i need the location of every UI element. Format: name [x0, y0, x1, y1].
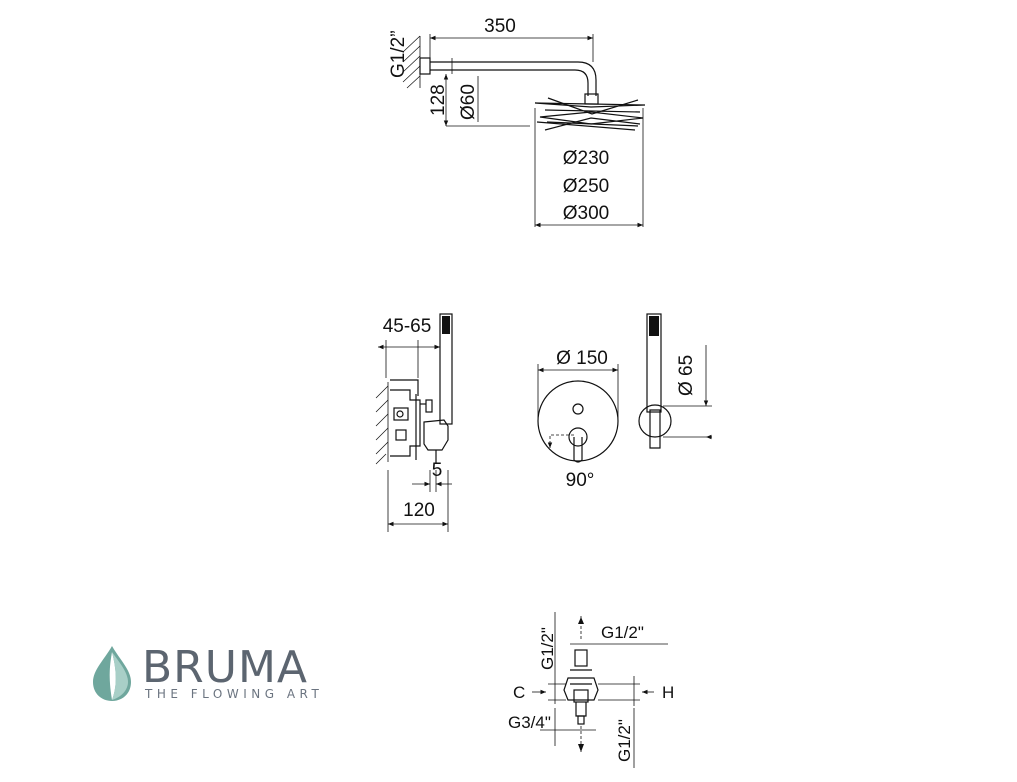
valve-main-inlet: G3/4" — [508, 713, 551, 732]
mixer-side-view: 45-65 5 120 — [375, 313, 453, 532]
shower-head-icon — [534, 93, 646, 131]
brand-logo: BRUMA THE FLOWING ART — [93, 642, 323, 701]
side-wall-hatch — [375, 382, 389, 465]
valve-diagram: G1/2" G1/2" C H G3/4" G1/2" — [508, 612, 674, 768]
cover-plate — [537, 380, 619, 462]
valve-top-outlet: G1/2" — [601, 623, 644, 642]
dim-arm-length: 350 — [484, 16, 516, 37]
brand-tagline: THE FLOWING ART — [144, 687, 323, 701]
dim-total-depth: 120 — [403, 500, 435, 521]
dim-height: 128 — [428, 84, 449, 116]
dim-head-d300: Ø300 — [563, 203, 609, 224]
dim-inlet-thread: G1/2” — [388, 30, 409, 78]
dim-depth-range: 45-65 — [383, 316, 432, 337]
valve-top-inlet: G1/2" — [538, 627, 557, 670]
handset-side — [439, 313, 453, 425]
rotation-angle: 90° — [566, 470, 595, 491]
mixer-front-view: Ø 150 90° — [537, 348, 619, 491]
valve-hot: H — [662, 683, 674, 702]
handset-holder-view: Ø 65 — [638, 313, 712, 449]
brand-name: BRUMA — [142, 642, 308, 693]
lever-handle — [573, 437, 583, 463]
dim-plate-diameter: Ø 150 — [556, 348, 608, 369]
wall-flange — [419, 57, 431, 75]
dim-holder-diameter: Ø 65 — [676, 355, 697, 396]
shower-head-drawing: 350 G1/2” 128 Ø60 Ø230 Ø250 Ø300 — [388, 16, 646, 228]
dim-gap: 5 — [432, 460, 443, 481]
holder-flange — [638, 404, 672, 438]
water-drop-icon — [93, 646, 131, 701]
diverter-knob — [572, 403, 584, 415]
valve-cold: C — [513, 683, 525, 702]
dim-head-d230: Ø230 — [563, 148, 609, 169]
dim-flange-diameter: Ø60 — [458, 84, 479, 120]
dim-head-d250: Ø250 — [563, 176, 609, 197]
valve-bottom-outlet: G1/2" — [615, 719, 634, 762]
shower-arm — [430, 61, 597, 96]
